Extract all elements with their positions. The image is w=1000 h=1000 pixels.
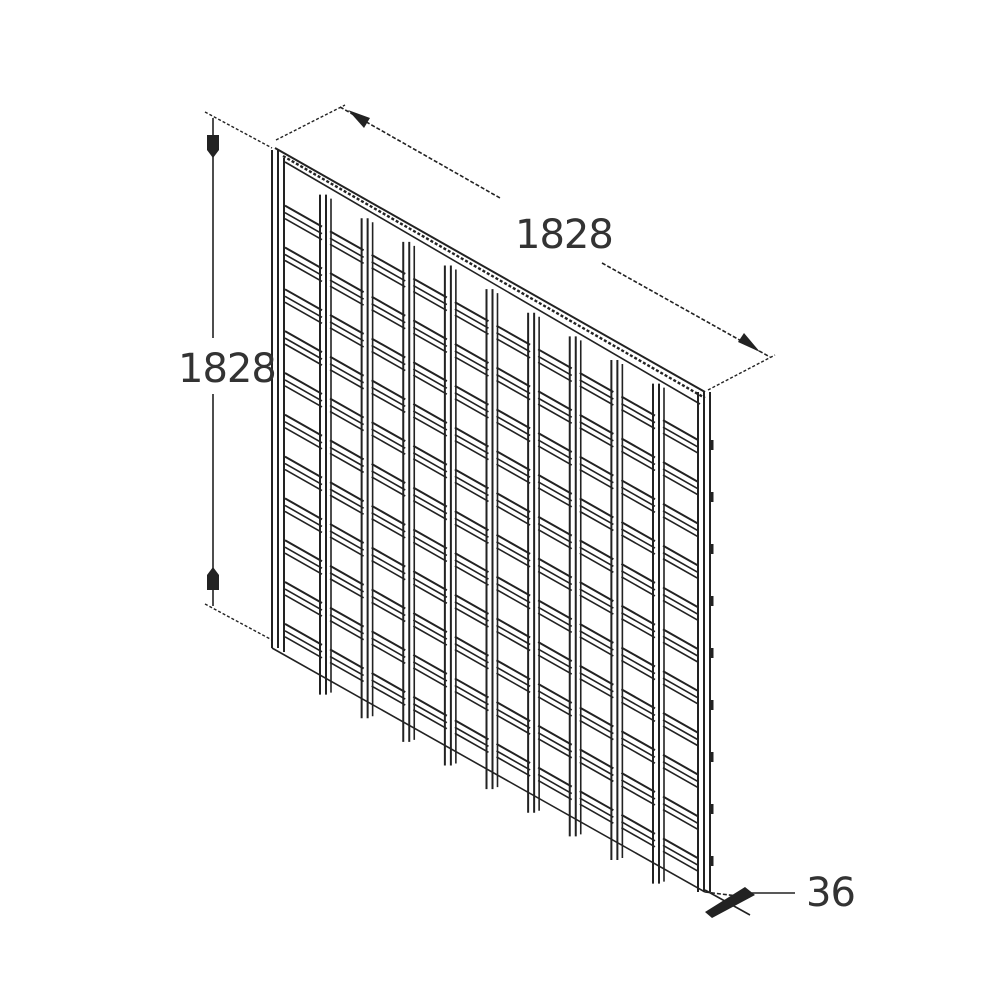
dimension-lines — [200, 104, 795, 918]
height-dimension-label: 1828 — [178, 346, 276, 392]
width-dimension-label: 1828 — [515, 212, 613, 258]
fence-panel — [271, 147, 746, 898]
depth-dimension-label: 36 — [806, 870, 855, 916]
